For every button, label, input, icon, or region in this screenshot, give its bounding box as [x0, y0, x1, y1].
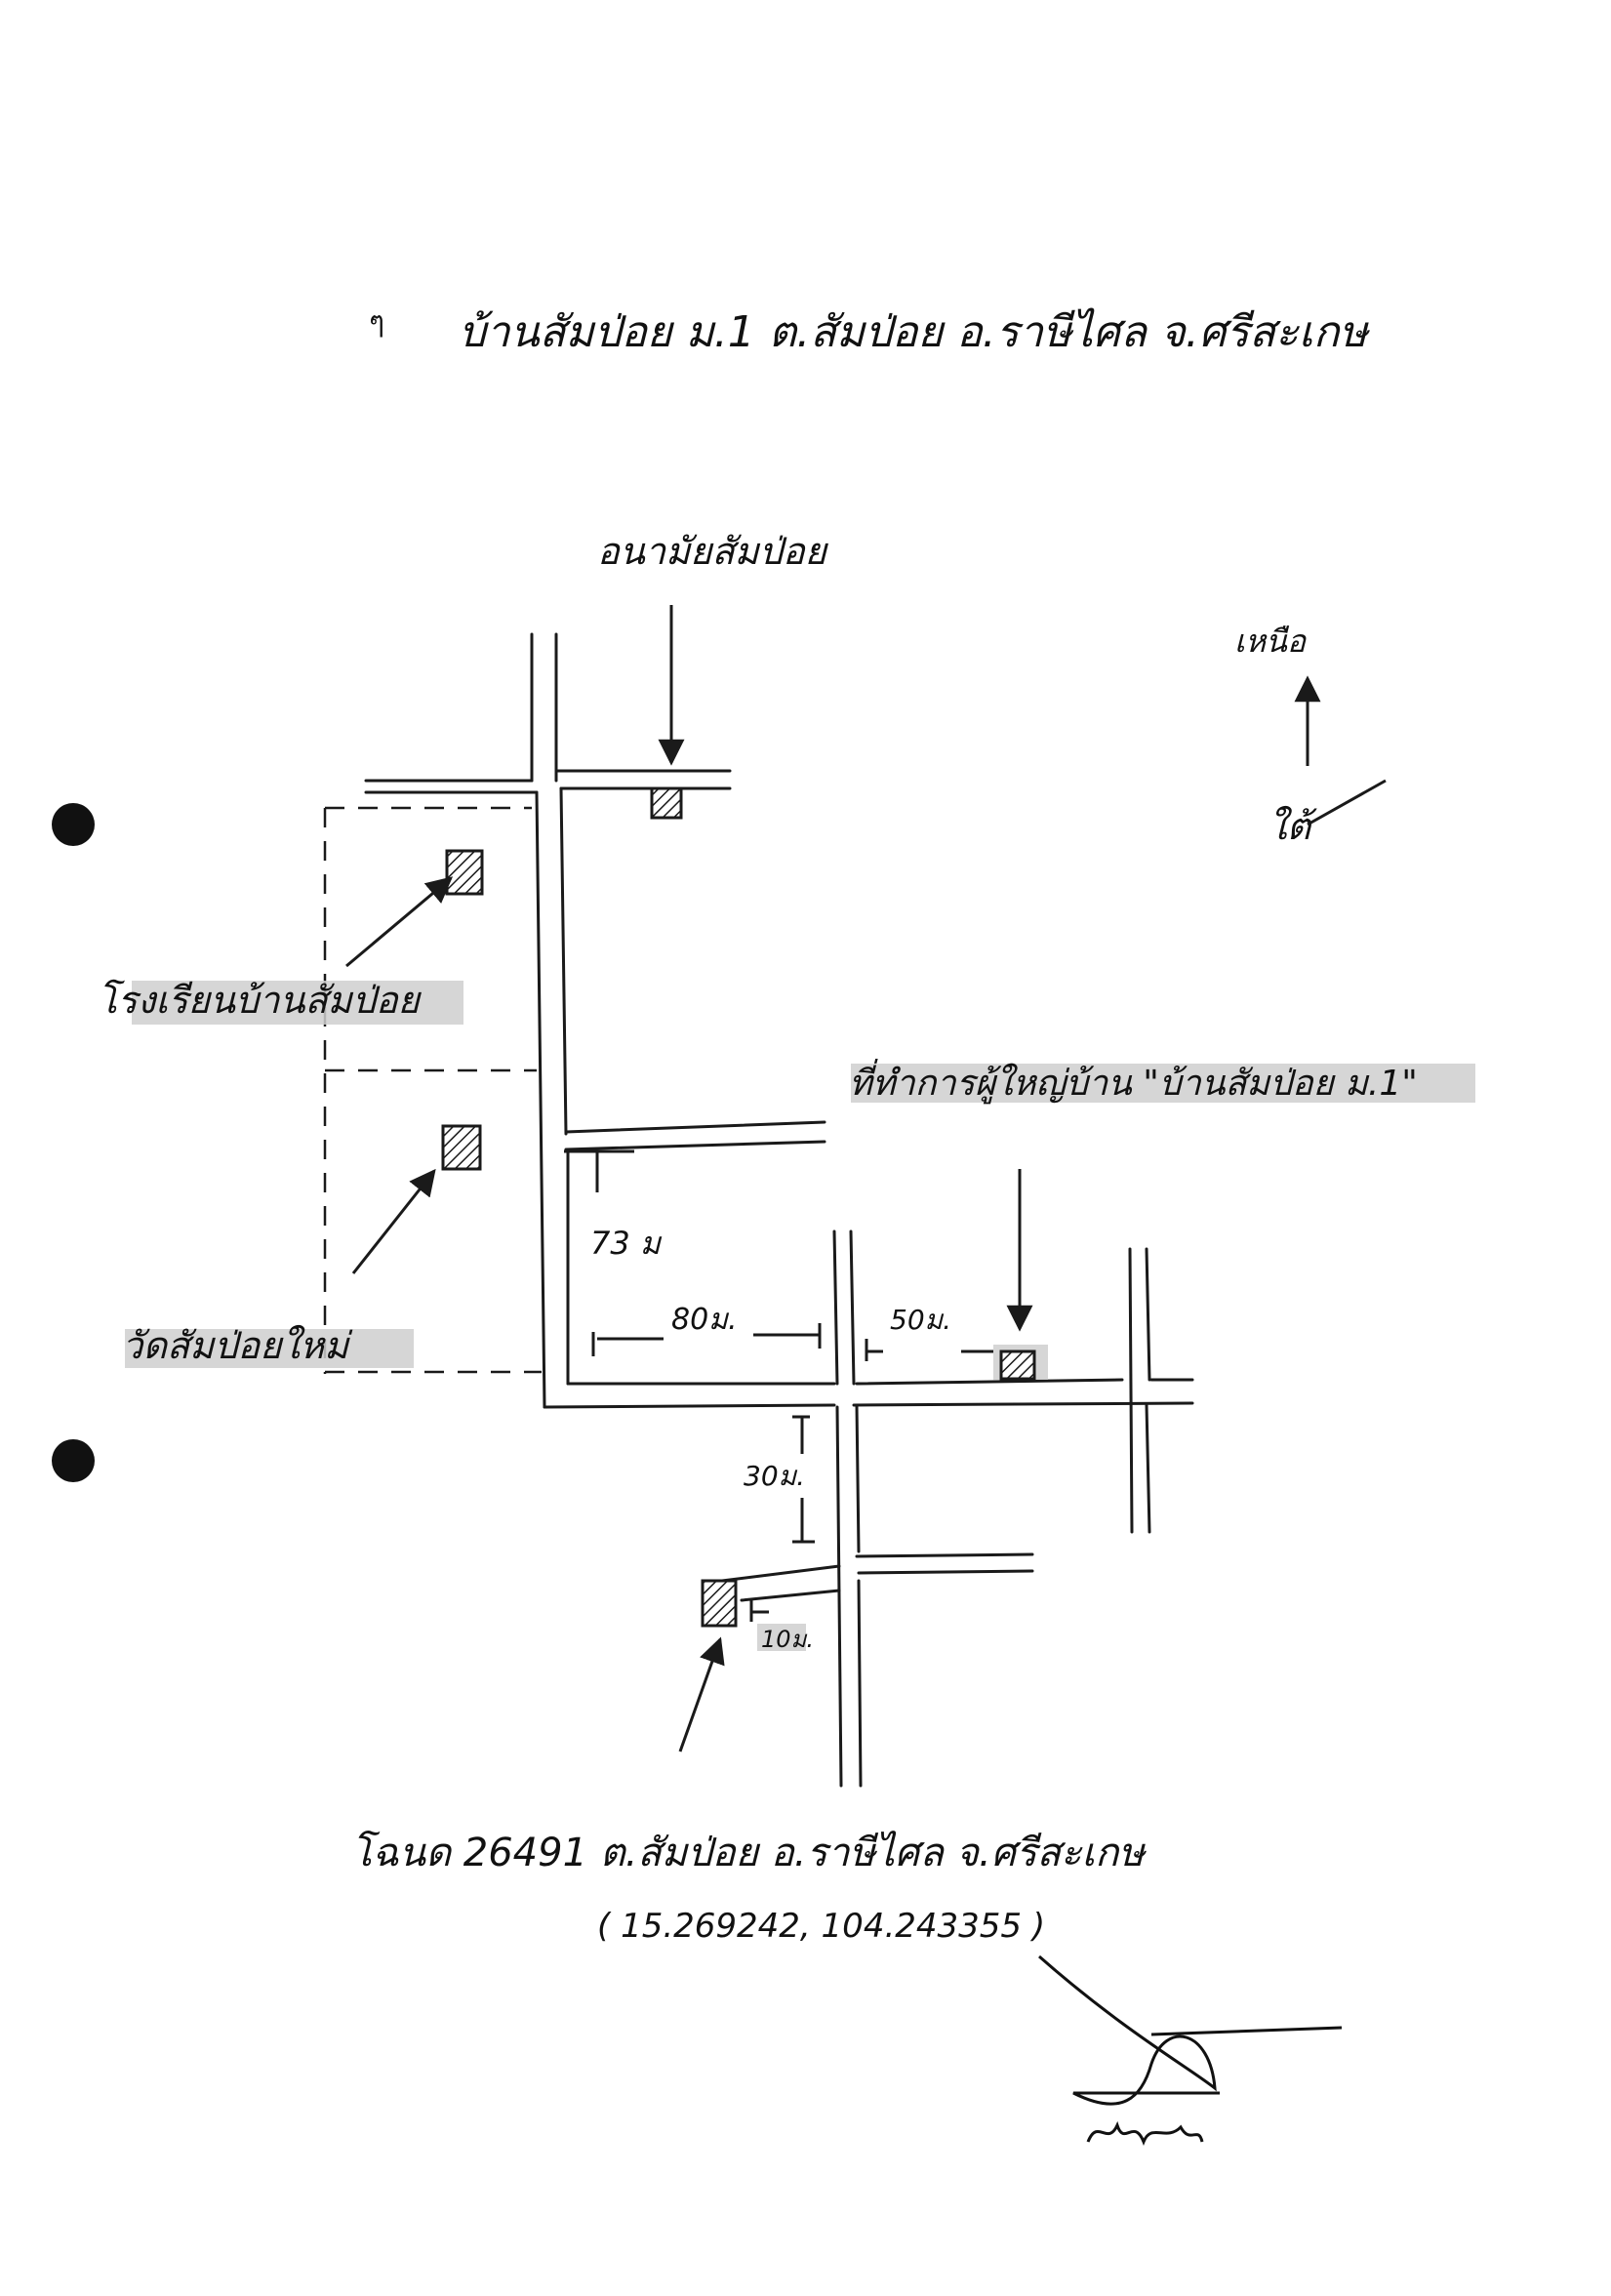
dim-50-label: 50ม.: [890, 1304, 951, 1336]
landmark-health-station: อนามัยสัมป่อย: [597, 530, 829, 820]
temple-highlight: [125, 1329, 414, 1368]
school-highlight: [132, 981, 463, 1025]
road-main-east-edge-upper: [559, 786, 568, 1136]
signature: [1038, 1954, 1343, 2147]
dimension-markers: 73 ม 80ม. 50ม. 30ม. 10ม.: [564, 1149, 993, 1653]
road-lower-branch-lower: [857, 1569, 1034, 1575]
road-center-vertical-north-left: [832, 1229, 839, 1386]
road-bottom-lower-east: [852, 1401, 1194, 1407]
road-south-left: [835, 1405, 843, 1788]
dim-30-label: 30ม.: [744, 1460, 805, 1492]
road-bottom-upper-east: [855, 1378, 1124, 1386]
signature-stroke-scribble: [1086, 2120, 1204, 2147]
road-mid-branch-lower: [564, 1140, 826, 1151]
road-center-vertical-north-right: [849, 1229, 856, 1386]
landmark-deed-parcel: [678, 1579, 738, 1752]
compass: เหนือ ใต้: [1234, 623, 1387, 848]
binder-hole-top: [52, 803, 95, 846]
dim-10-label: 10ม.: [761, 1626, 814, 1653]
office-site-highlight: [851, 1064, 1475, 1103]
header-title: บ้านสัมป่อย ม.1 ต.สัมป่อย อ.ราษีไศล จ.ศร…: [459, 307, 1370, 357]
landmark-village-office-site: ที่ทำการผู้ใหญ่บ้าน "บ้านสัมป่อย ม.1": [849, 1058, 1475, 1381]
parcel-boundaries: [323, 806, 542, 1374]
dim-80-label: 80ม.: [671, 1303, 738, 1337]
south-label: ใต้: [1269, 805, 1317, 848]
office-site-building-icon: [999, 1349, 1036, 1381]
health-station-building-icon: [650, 786, 683, 820]
signature-stroke-main: [1038, 1954, 1220, 2106]
header-mark: ๆ: [369, 305, 384, 340]
road-south-right-upper: [855, 1403, 861, 1553]
deed-parcel-arrow-icon: [678, 1636, 725, 1752]
road-east-vertical-left: [1128, 1247, 1134, 1534]
school-label: โรงเรียนบ้านสัมป่อย: [98, 979, 423, 1022]
signature-stroke-line: [1150, 2026, 1343, 2036]
road-spur-west-upper: [720, 1564, 841, 1583]
temple-label: วัดสัมป่อยใหม่: [122, 1324, 353, 1367]
road-south-right-lower: [857, 1579, 863, 1788]
temple-arrow-icon: [351, 1168, 436, 1274]
deed-parcel-building-icon: [701, 1579, 738, 1628]
landmark-temple: วัดสัมป่อยใหม่: [122, 1124, 482, 1368]
road-mid-branch-upper: [564, 1120, 826, 1134]
north-label: เหนือ: [1234, 623, 1308, 660]
school-arrow-icon: [345, 876, 454, 968]
binder-hole-bottom: [52, 1439, 95, 1482]
deed-text: โฉนด 26491 ต.สัมป่อย อ.ราษีไศล จ.ศรีสะเก…: [351, 1830, 1147, 1875]
health-station-label: อนามัยสัมป่อย: [597, 530, 829, 573]
compass-stroke: [1307, 779, 1387, 826]
dim-10-highlight: [757, 1624, 806, 1651]
coordinates-text: ( 15.269242, 104.243355 ): [597, 1907, 1045, 1946]
landmark-school: โรงเรียนบ้านสัมป่อย: [98, 849, 484, 1025]
office-site-label: ที่ทำการผู้ใหญ่บ้าน "บ้านสัมป่อย ม.1": [849, 1058, 1418, 1105]
road-bottom-upper-west: [543, 1403, 836, 1409]
dim-73-label: 73 ม: [590, 1225, 663, 1262]
school-building-icon: [445, 849, 484, 896]
road-main-west-edge: [535, 790, 546, 1409]
road-east-vertical-right-lower: [1145, 1403, 1151, 1534]
roads: [364, 632, 1194, 1788]
road-east-vertical-right-upper: [1145, 1247, 1151, 1382]
road-spur-west-lower: [740, 1589, 841, 1602]
road-lower-branch-upper: [855, 1552, 1034, 1558]
temple-building-icon: [441, 1124, 482, 1171]
